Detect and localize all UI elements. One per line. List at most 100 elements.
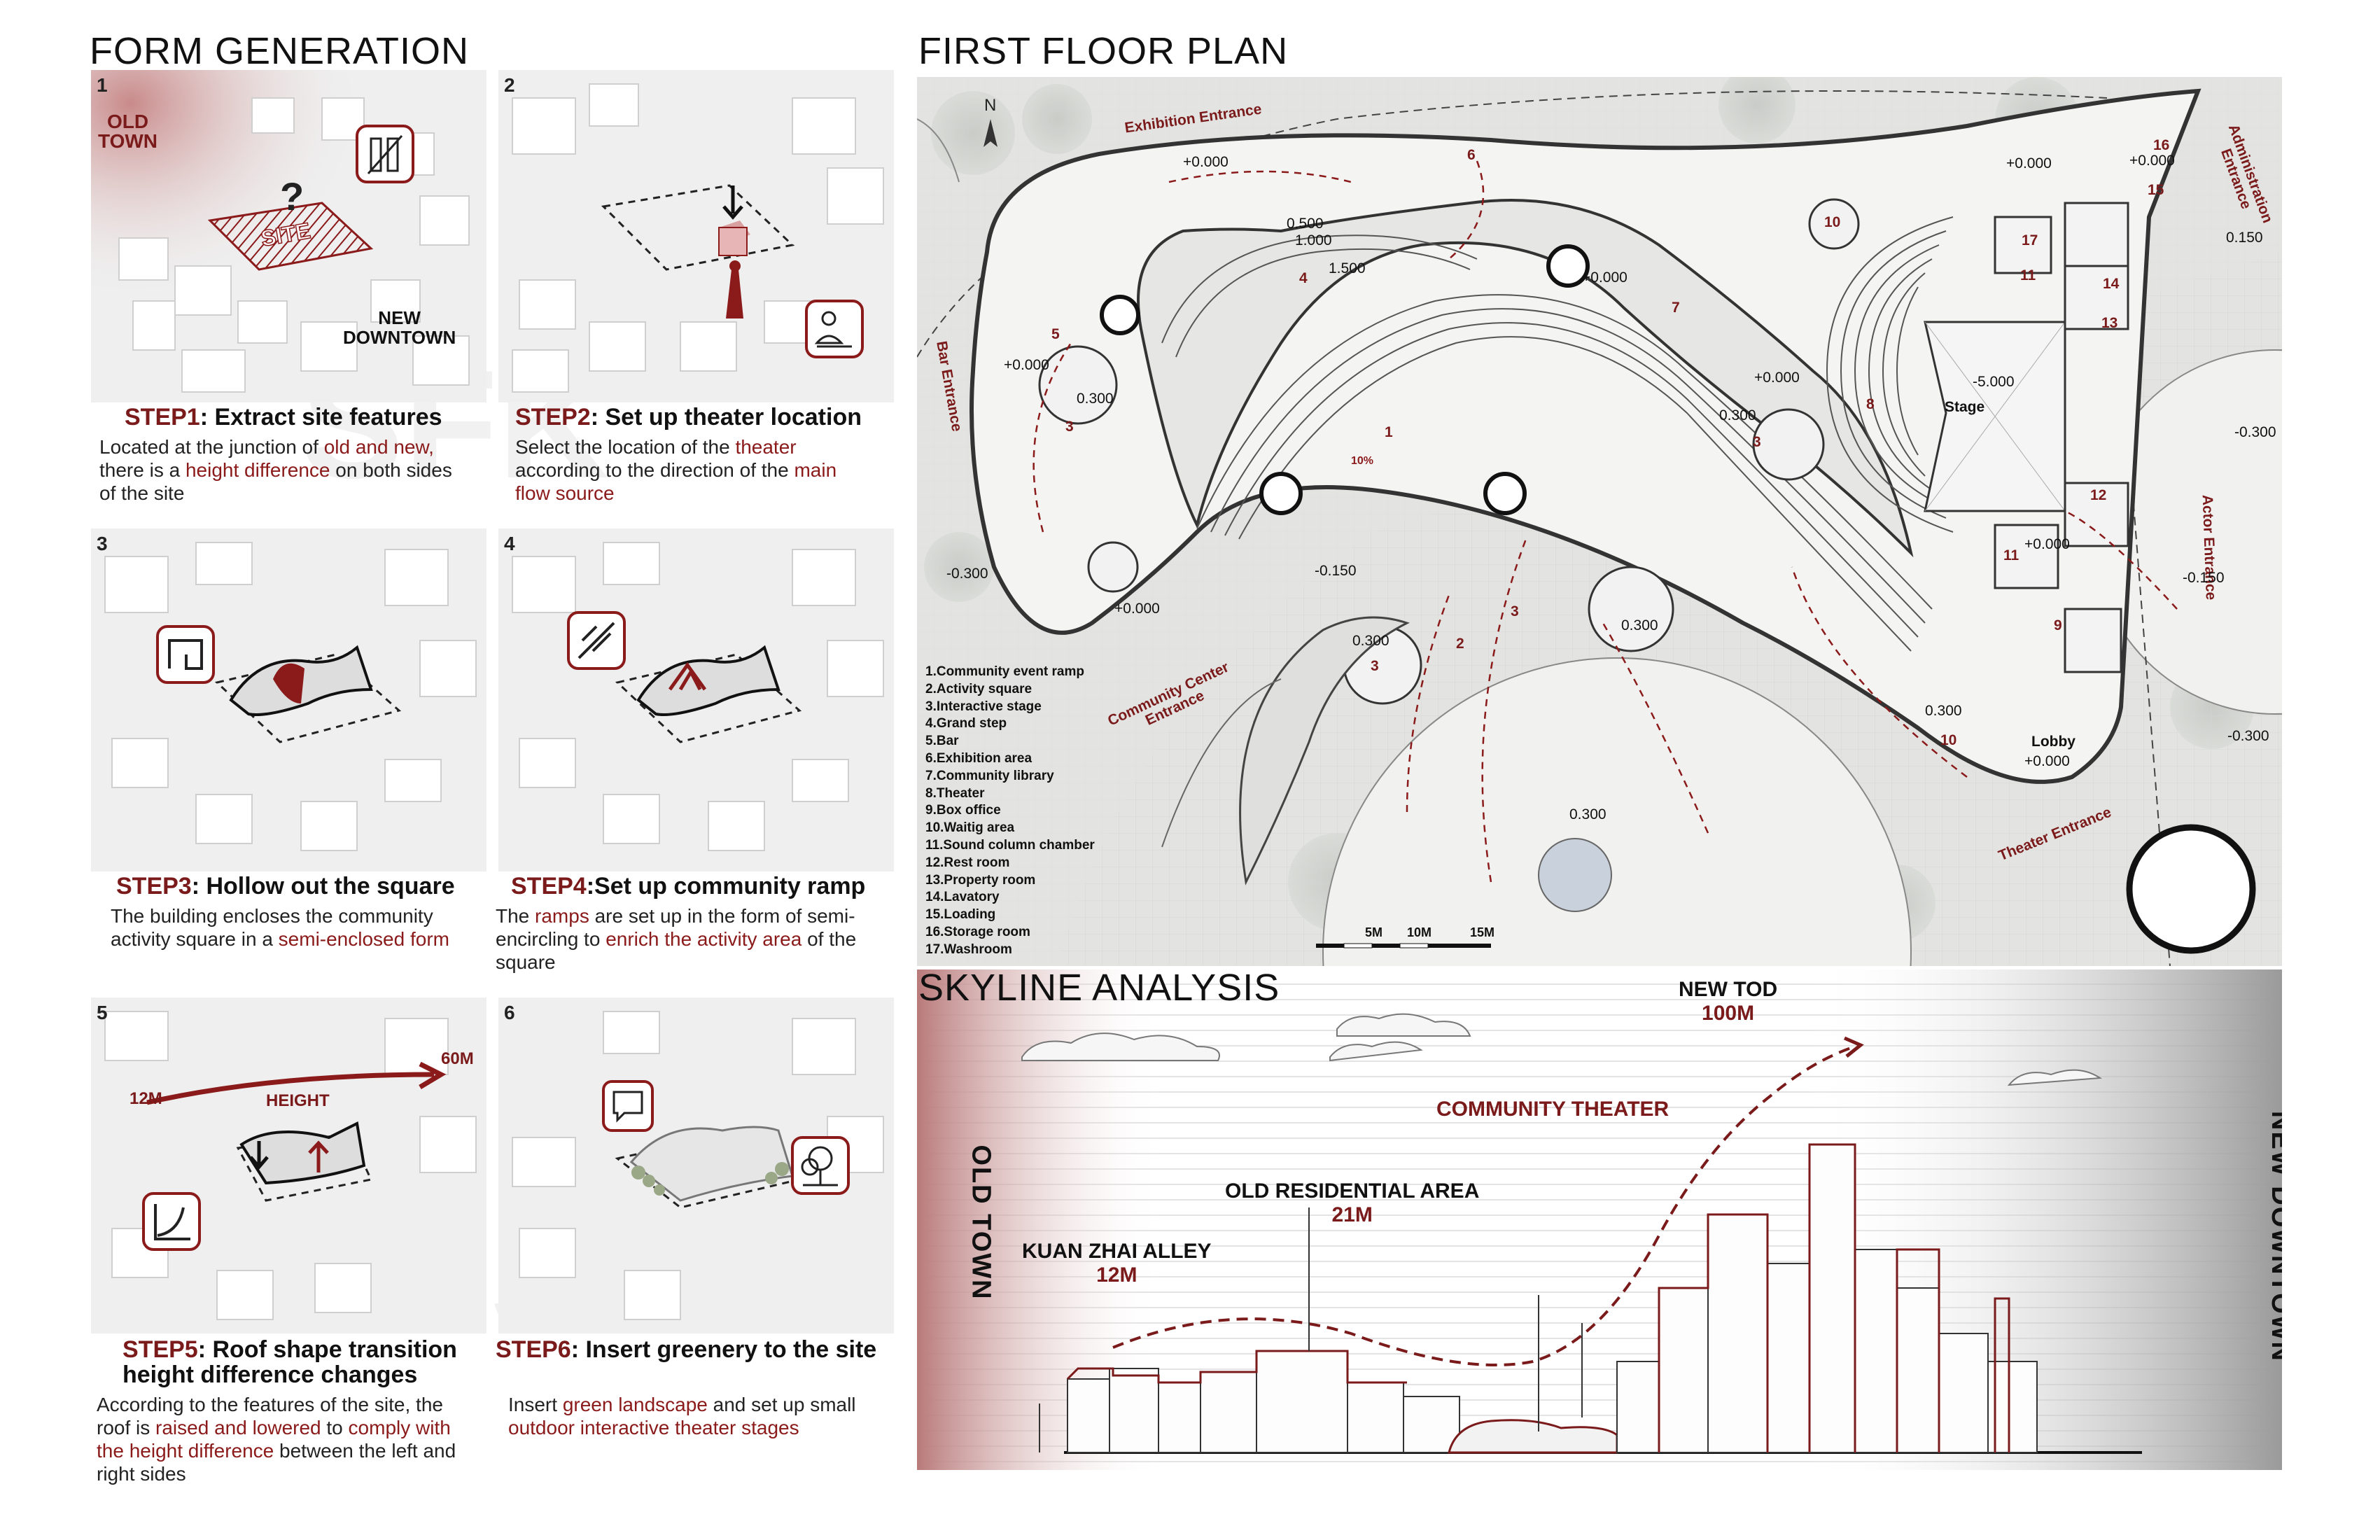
legend-item: 1.Community event ramp <box>925 664 1084 679</box>
highlight-text: comply with <box>348 1417 451 1438</box>
room-number: 7 <box>1672 300 1680 316</box>
stage-label: Stage <box>1945 399 1985 415</box>
level-mark: +0.000 <box>2024 536 2070 552</box>
room-number: 3 <box>1753 434 1761 450</box>
body-text: Insert <box>508 1394 563 1415</box>
legend-item: 7.Community library <box>925 768 1054 783</box>
level-mark: -0.150 <box>1315 563 1357 579</box>
step6-title: STEP6: Insert greenery to the site <box>496 1336 877 1363</box>
step5-diagram: 12M 60M HEIGHT <box>91 997 486 1334</box>
body-text: of the <box>802 928 857 950</box>
old-town-vertical-label: OLD TOWN <box>966 1144 996 1301</box>
panel-number: 1 <box>97 74 108 96</box>
highlight-text: green landscape <box>562 1394 708 1415</box>
body-text: square <box>496 951 556 973</box>
step5-panel: 12M 60M HEIGHT 5 <box>91 997 486 1334</box>
level-mark: +0.000 <box>1582 270 1628 286</box>
highlight-text: the height difference <box>97 1440 274 1462</box>
level-mark: +0.000 <box>1754 370 1800 386</box>
step5-title: STEP5: Roof shape transition height diff… <box>122 1336 457 1388</box>
room-number: 17 <box>2022 232 2038 248</box>
hollow-square-icon <box>156 625 215 684</box>
step4-description: The ramps are set up in the form of semi… <box>496 904 902 974</box>
level-mark: +0.000 <box>2129 153 2175 169</box>
community-theater-label: COMMUNITY THEATER <box>1436 1098 1670 1121</box>
step2-diagram <box>498 70 894 402</box>
svg-text:10M: 10M <box>1407 925 1432 939</box>
step1-panel: SITE ? 1 OLD TOWN NEW DOWNTOWN <box>91 70 486 402</box>
low-height-label: 12M <box>130 1089 162 1108</box>
level-mark: 0.300 <box>1569 806 1606 822</box>
room-number: 9 <box>2054 617 2062 634</box>
panel-number: 6 <box>504 1002 515 1023</box>
skyline-analysis-title: SKYLINE ANALYSIS <box>918 967 1280 1009</box>
body-text: are set up in the form of semi- <box>589 905 855 927</box>
legend-item: 12.Rest room <box>925 855 1010 870</box>
legend-item: 6.Exhibition area <box>925 750 1032 766</box>
form-generation-title: FORM GENERATION <box>90 30 470 72</box>
legend-item: 9.Box office <box>925 803 1001 818</box>
level-mark: +0.000 <box>1004 357 1049 373</box>
room-number: 14 <box>2103 276 2120 292</box>
new-downtown-label: NEW DOWNTOWN <box>343 307 456 348</box>
highlight-text: theater <box>735 436 797 458</box>
highlight-text: semi-enclosed form <box>278 928 449 950</box>
level-mark: 0.300 <box>1925 703 1962 719</box>
room-number: 10 <box>1940 732 1957 748</box>
body-text: of the site <box>99 482 185 504</box>
body-text: on both sides <box>330 459 452 481</box>
step6-panel: 6 <box>498 997 894 1334</box>
legend-item: 5.Bar <box>925 734 959 749</box>
highlight-text: enrich the activity area <box>606 928 802 950</box>
panel-number: 2 <box>504 74 515 96</box>
legend-item: 11.Sound column chamber <box>925 837 1095 853</box>
level-mark: -0.300 <box>2227 728 2269 744</box>
highlight-text: flow source <box>515 482 615 504</box>
step3-diagram <box>91 528 486 872</box>
level-mark: 0.300 <box>1077 391 1114 407</box>
room-number: 2 <box>1456 636 1464 652</box>
question-mark: ? <box>280 174 304 218</box>
legend-item: 15.Loading <box>925 907 996 923</box>
room-number: 15 <box>2148 182 2164 198</box>
room-number: 6 <box>1467 147 1476 163</box>
level-mark: +0.000 <box>1114 601 1160 617</box>
chat-icon <box>602 1080 654 1132</box>
legend-item: 13.Property room <box>925 872 1036 888</box>
curve-icon <box>142 1192 201 1251</box>
level-mark: 0.300 <box>1621 617 1658 634</box>
step2-title: STEP2: Set up theater location <box>515 404 862 430</box>
room-number: 3 <box>1371 658 1379 674</box>
old-town-label: OLD TOWN <box>98 111 158 152</box>
lobby-label: Lobby <box>2031 734 2076 750</box>
first-floor-plan-title: FIRST FLOOR PLAN <box>918 30 1289 72</box>
legend-item: 8.Theater <box>925 785 985 801</box>
panel-number: 4 <box>504 533 515 554</box>
high-height-label: 60M <box>441 1049 474 1068</box>
body-text: The <box>496 905 536 927</box>
level-mark: 0.500 <box>1287 216 1324 232</box>
room-number: 8 <box>1866 396 1875 412</box>
body-text: The building encloses the community <box>111 905 433 927</box>
body-text: right sides <box>97 1463 186 1485</box>
level-mark: -0.300 <box>2234 424 2276 440</box>
step6-diagram <box>498 997 894 1334</box>
body-text: Located at the junction of <box>99 436 324 458</box>
step1-title: STEP1: Extract site features <box>125 404 442 430</box>
body-text: to <box>321 1417 349 1438</box>
new-downtown-vertical-label: NEW DOWNTOWN <box>2265 1111 2282 1362</box>
theater-location-icon <box>805 300 864 358</box>
step2-panel: 2 <box>498 70 894 402</box>
level-mark: 0.300 <box>1352 633 1390 649</box>
level-mark: 0.150 <box>2226 230 2263 246</box>
panel-number: 5 <box>97 1002 108 1023</box>
scale-bar: 5M 10M 15M <box>1316 925 1494 948</box>
room-number: 11 <box>2003 547 2019 564</box>
highlight-text: raised and lowered <box>155 1417 321 1438</box>
legend-item: 14.Lavatory <box>925 890 1000 905</box>
level-mark: 1.500 <box>1329 260 1366 276</box>
room-number: 1 <box>1385 424 1393 440</box>
